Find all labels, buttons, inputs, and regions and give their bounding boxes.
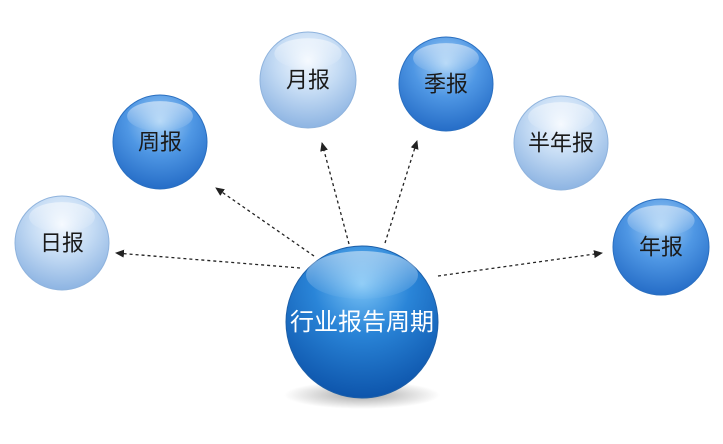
node-monthly-gloss: [274, 38, 342, 69]
arrow-to-daily: [115, 249, 301, 269]
node-monthly: 月报: [259, 31, 357, 129]
node-weekly: 周报: [112, 94, 208, 190]
node-daily-label: 日报: [40, 232, 84, 257]
node-weekly-label: 周报: [138, 131, 182, 156]
node-monthly-label: 月报: [286, 69, 330, 94]
arrow-to-quarterly: [384, 140, 419, 244]
node-annual-gloss: [627, 205, 695, 236]
node-daily: 日报: [14, 195, 110, 291]
node-daily-gloss: [29, 202, 95, 233]
arrow-to-annual: [437, 250, 603, 277]
arrow-to-weekly: [215, 187, 315, 257]
arrow-to-monthly: [320, 142, 350, 245]
center-node: 行业报告周期: [285, 245, 439, 399]
node-weekly-gloss: [127, 101, 193, 132]
node-semiannual-label: 半年报: [528, 132, 594, 157]
node-quarterly: 季报: [398, 36, 494, 132]
node-semiannual: 半年报: [513, 95, 609, 191]
node-quarterly-gloss: [413, 43, 479, 74]
node-semiannual-gloss: [528, 102, 594, 133]
node-annual-label: 年报: [639, 236, 683, 261]
node-quarterly-label: 季报: [424, 73, 468, 98]
connector-arrows: [115, 140, 603, 277]
node-annual: 年报: [612, 198, 710, 296]
center-node-label: 行业报告周期: [290, 308, 434, 336]
